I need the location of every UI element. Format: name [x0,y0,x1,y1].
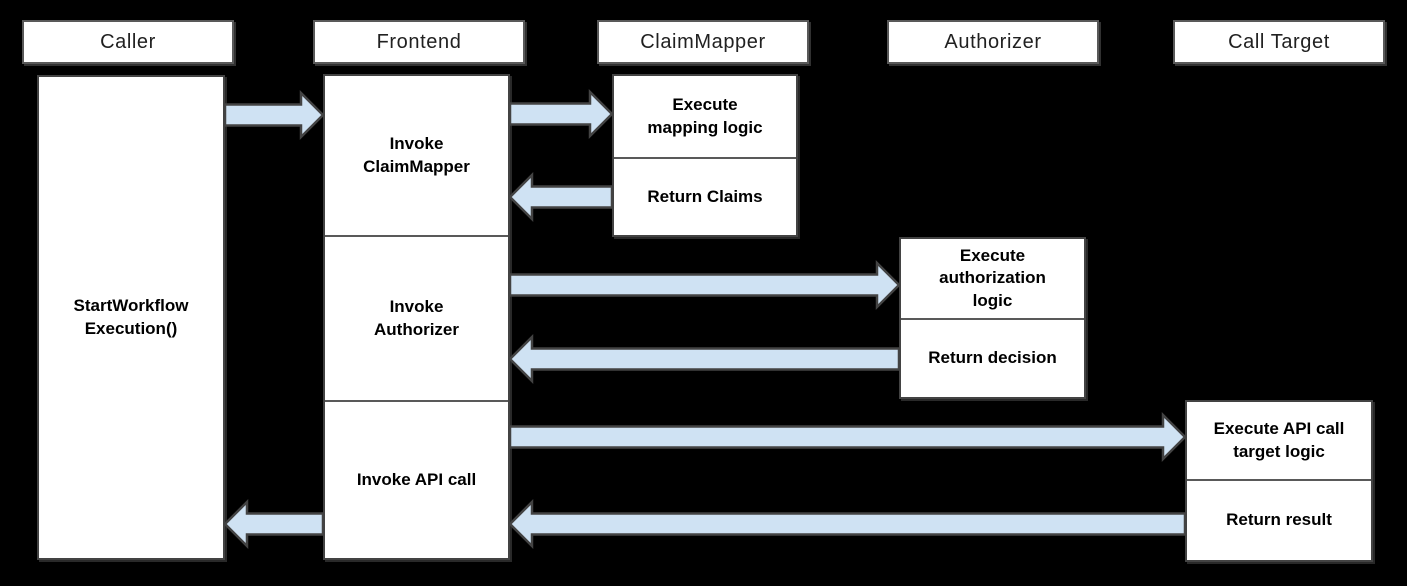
arrow-authorizer-to-frontend [508,333,901,385]
frontend-step-invoke-authorizer: Invoke Authorizer [325,235,508,400]
activation-box-authorizer: Execute authorization logic Return decis… [899,237,1086,399]
arrow-claimmapper-to-frontend [508,171,614,223]
activation-box-calltarget: Execute API call target logic Return res… [1185,400,1373,562]
caller-label: StartWorkflow Execution() [73,296,189,338]
claimmapper-step-execute-mapping-logic: Execute mapping logic [647,95,763,137]
calltarget-step-execute-api-call-target-logic: Execute API call target logic [1213,419,1345,461]
arrow-caller-to-frontend [223,89,325,141]
authorizer-step-execute-authorization-logic: Execute authorization logic [939,246,1046,310]
authorizer-step-return-decision: Return decision [901,318,1084,397]
frontend-step-invoke-api-call: Invoke API call [325,400,508,558]
lifeline-header-caller: Caller [22,20,234,64]
activation-box-frontend: Invoke ClaimMapper Invoke Authorizer Inv… [323,74,510,560]
arrow-frontend-to-caller [223,498,325,550]
lifeline-header-authorizer-label: Authorizer [944,30,1042,53]
arrow-calltarget-to-frontend [508,498,1187,550]
lifeline-header-claimmapper: ClaimMapper [597,20,809,64]
lifeline-header-claimmapper-label: ClaimMapper [640,30,766,53]
activation-box-claimmapper: Execute mapping logic Return Claims [612,74,798,237]
arrow-frontend-to-authorizer [508,259,901,311]
lifeline-header-calltarget-label: Call Target [1228,30,1330,53]
frontend-step-invoke-claimmapper: Invoke ClaimMapper [363,134,470,176]
lifeline-header-calltarget: Call Target [1173,20,1385,64]
activation-box-caller: StartWorkflow Execution() [37,75,225,560]
calltarget-step-return-result: Return result [1187,479,1371,560]
arrow-frontend-to-calltarget [508,411,1187,463]
claimmapper-step-return-claims: Return Claims [614,157,796,235]
lifeline-header-frontend: Frontend [313,20,525,64]
arrow-frontend-to-claimmapper [508,88,614,140]
lifeline-header-authorizer: Authorizer [887,20,1099,64]
lifeline-header-caller-label: Caller [100,30,156,53]
lifeline-header-frontend-label: Frontend [376,30,462,53]
